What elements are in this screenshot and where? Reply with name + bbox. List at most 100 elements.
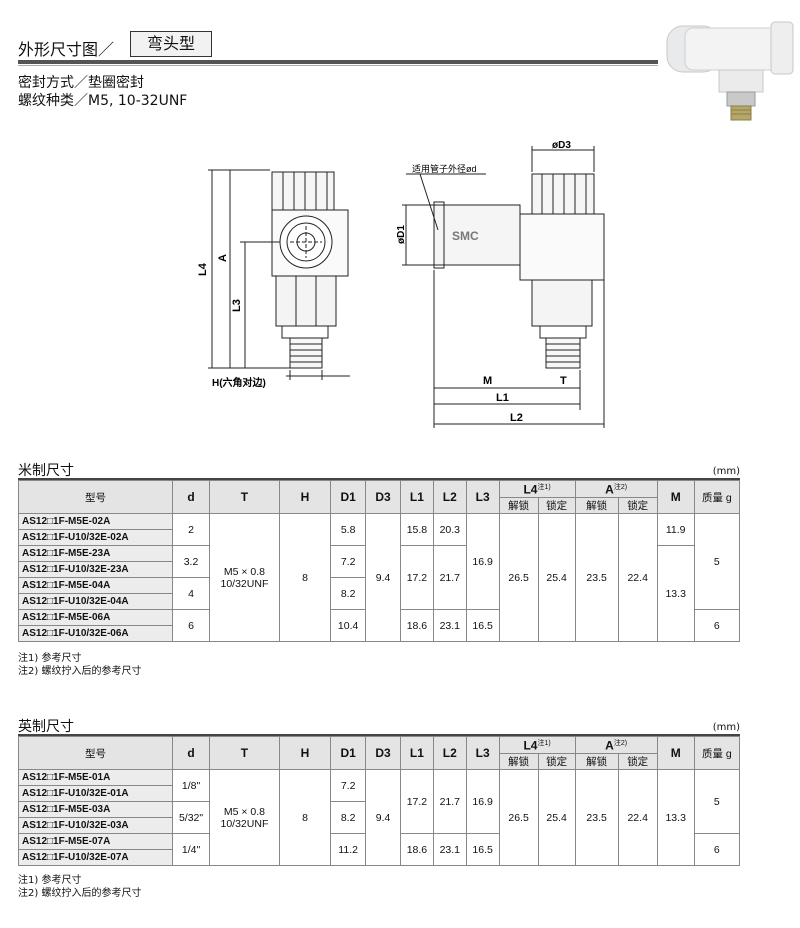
col-L4: L4注1): [498, 736, 576, 754]
model-cell: AS12□1F-M5E-04A: [17, 577, 174, 594]
title-rule-thin: [18, 65, 658, 66]
cell-L4-unlock: 26.5: [498, 513, 539, 642]
cell-L2: 23.1: [432, 609, 467, 642]
model-cell: AS12□1F-U10/32E-06A: [17, 625, 174, 642]
page-title: 外形尺寸图／: [18, 40, 115, 59]
model-cell: AS12□1F-U10/32E-01A: [17, 785, 174, 802]
col-A-unlock: 解锁: [574, 753, 619, 770]
cell-L4-unlock: 26.5: [498, 769, 539, 866]
col-T: T: [209, 736, 280, 770]
imperial-section-title: 英制尺寸: [18, 719, 74, 735]
cell-L1: 15.8: [400, 513, 434, 546]
col-D3: D3: [365, 736, 401, 770]
col-mass: 质量 g: [693, 736, 741, 770]
model-cell: AS12□1F-M5E-03A: [17, 801, 174, 818]
model-cell: AS12□1F-M5E-07A: [17, 833, 174, 850]
col-H: H: [278, 480, 332, 514]
col-A-lock: 锁定: [617, 753, 658, 770]
cell-D3: 9.4: [365, 769, 401, 866]
col-M: M: [656, 480, 695, 514]
dim-M: M: [483, 375, 492, 387]
dim-D1: øD1: [396, 225, 407, 244]
metric-unit: (mm): [712, 466, 740, 477]
cell-L2: 20.3: [432, 513, 467, 546]
cell-D1: 7.2: [330, 545, 367, 578]
note-2: 注2) 螺纹拧入后的参考尺寸: [18, 888, 142, 899]
cell-L1: 18.6: [400, 833, 434, 866]
cell-D1: 8.2: [330, 577, 367, 610]
col-L4-unlock: 解锁: [498, 497, 539, 514]
col-model: 型号: [17, 480, 174, 514]
col-model: 型号: [17, 736, 174, 770]
cell-D1: 10.4: [330, 609, 367, 642]
dim-H: H(六角对边): [212, 376, 266, 389]
imperial-unit: (mm): [712, 722, 740, 733]
imperial-notes: 注1) 参考尺寸 注2) 螺纹拧入后的参考尺寸: [18, 874, 141, 900]
type-tag: 弯头型: [130, 31, 212, 57]
imperial-table: 型号 d T H D1 D3 L1 L2 L3 L4注1) A注2) M 质量 …: [17, 736, 741, 866]
col-d: d: [172, 480, 211, 514]
model-cell: AS12□1F-M5E-02A: [17, 513, 174, 530]
note-1: 注1) 参考尺寸: [18, 875, 82, 886]
col-L1: L1: [400, 480, 434, 514]
cell-D3: 9.4: [365, 513, 401, 642]
dim-A: A: [217, 254, 229, 262]
cell-A-unlock: 23.5: [574, 769, 619, 866]
col-L2: L2: [432, 480, 467, 514]
cell-L2: 21.7: [432, 769, 467, 834]
cell-A-lock: 22.4: [617, 513, 658, 642]
col-L4-lock: 锁定: [537, 497, 576, 514]
cell-L3: 16.9: [465, 769, 500, 834]
metric-section-title: 米制尺寸: [18, 463, 74, 479]
cell-D1: 5.8: [330, 513, 367, 546]
cell-mass: 6: [693, 833, 741, 866]
cell-T: M5 × 0.8 10/32UNF: [209, 513, 280, 642]
cell-mass: 6: [693, 609, 741, 642]
seal-method: 密封方式／垫圈密封: [18, 75, 144, 91]
cell-A-unlock: 23.5: [574, 513, 619, 642]
col-M: M: [656, 736, 695, 770]
cell-L3: 16.5: [465, 609, 500, 642]
cell-D1: 7.2: [330, 769, 367, 802]
dimension-drawing: L4 A L3 H(六角对边) øD3 适用管子外径ød øD1 SMC M T…: [197, 140, 605, 428]
col-L2: L2: [432, 736, 467, 770]
cell-L2: 23.1: [432, 833, 467, 866]
cell-L2: 21.7: [432, 545, 467, 610]
dim-L3: L3: [231, 299, 243, 312]
cell-L1: 17.2: [400, 769, 434, 834]
model-cell: AS12□1F-M5E-23A: [17, 545, 174, 562]
model-cell: AS12□1F-U10/32E-02A: [17, 529, 174, 546]
col-D1: D1: [330, 480, 367, 514]
cell-D1: 8.2: [330, 801, 367, 834]
metric-notes: 注1) 参考尺寸 注2) 螺纹拧入后的参考尺寸: [18, 652, 141, 678]
cell-H: 8: [278, 769, 332, 866]
dim-T: T: [560, 375, 567, 387]
cell-mass: 5: [693, 513, 741, 610]
cell-L4-lock: 25.4: [537, 513, 576, 642]
cell-d: 1/4": [172, 833, 211, 866]
col-A-lock: 锁定: [617, 497, 658, 514]
col-H: H: [278, 736, 332, 770]
col-A: A注2): [574, 480, 658, 498]
dim-L4: L4: [197, 262, 209, 276]
cell-A-lock: 22.4: [617, 769, 658, 866]
cell-d: 6: [172, 609, 211, 642]
cell-M: 13.3: [656, 545, 695, 642]
thread-type: 螺纹种类／M5, 10-32UNF: [18, 93, 188, 109]
cell-d: 1/8": [172, 769, 211, 802]
cell-d: 2: [172, 513, 211, 546]
cell-d: 3.2: [172, 545, 211, 578]
cell-L1: 17.2: [400, 545, 434, 610]
cell-T: M5 × 0.8 10/32UNF: [209, 769, 280, 866]
col-A-unlock: 解锁: [574, 497, 619, 514]
metric-table: 型号 d T H D1 D3 L1 L2 L3 L4注1) A注2) M 质量 …: [17, 480, 741, 642]
col-T: T: [209, 480, 280, 514]
col-d: d: [172, 736, 211, 770]
cell-d: 4: [172, 577, 211, 610]
col-A: A注2): [574, 736, 658, 754]
cell-D1: 11.2: [330, 833, 367, 866]
cell-mass: 5: [693, 769, 741, 834]
dim-D3: øD3: [552, 140, 571, 151]
metric-rule: [18, 478, 740, 480]
model-cell: AS12□1F-U10/32E-07A: [17, 849, 174, 866]
